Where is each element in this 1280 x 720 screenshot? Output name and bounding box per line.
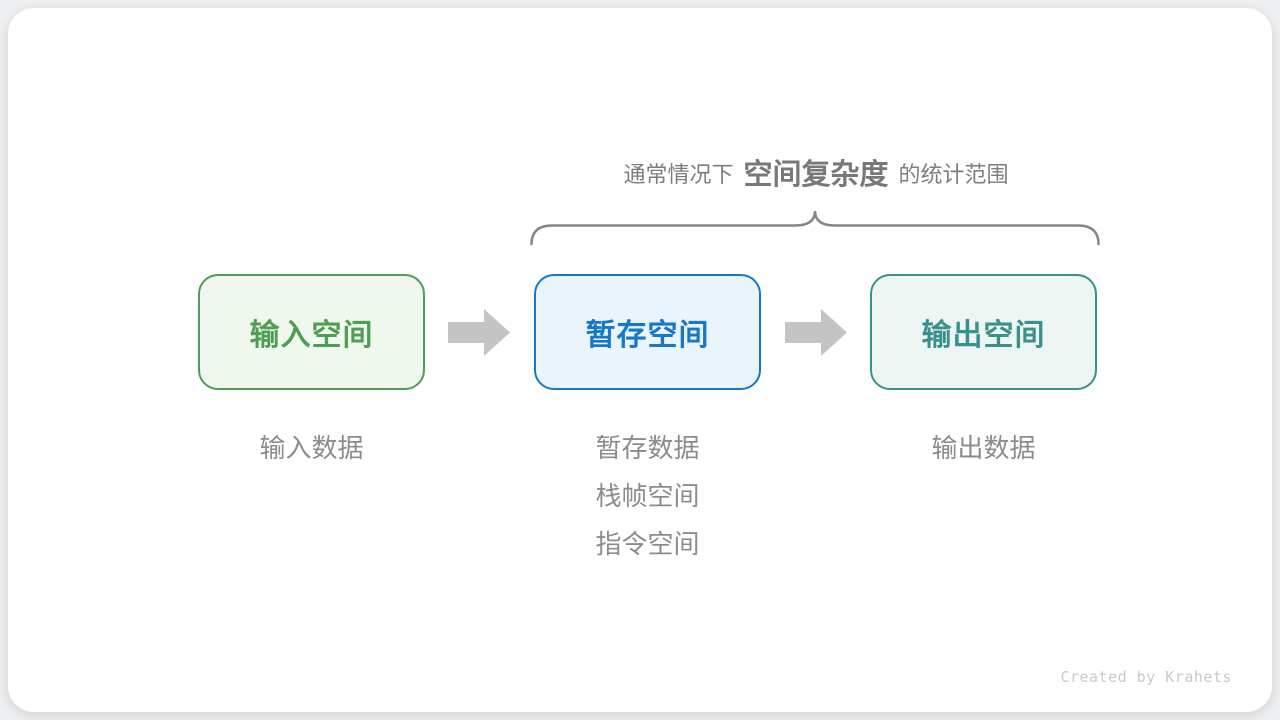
- scope-title: 通常情况下空间复杂度的统计范围: [531, 154, 1101, 196]
- diagram-card: 通常情况下空间复杂度的统计范围 输入空间 暂存空间 输出空间 输入数据 暂存数据…: [8, 8, 1272, 712]
- temp-space-label: 暂存空间: [585, 319, 710, 352]
- output-space-label: 输出空间: [921, 319, 1046, 352]
- input-space-box: 输入空间: [198, 274, 425, 390]
- input-space-label: 输入空间: [249, 319, 374, 352]
- input-data-caption: 输入数据: [259, 433, 364, 463]
- stack-frame-caption: 栈帧空间: [595, 481, 700, 511]
- arrow-right-icon: [448, 309, 510, 356]
- temp-captions: 暂存数据 栈帧空间 指令空间: [534, 424, 761, 568]
- temp-data-caption: 暂存数据: [595, 433, 700, 463]
- scope-brace-icon: [530, 210, 1100, 246]
- scope-title-suffix: 的统计范围: [898, 162, 1009, 187]
- instruction-space-caption: 指令空间: [595, 529, 700, 559]
- scope-title-prefix: 通常情况下: [623, 162, 734, 187]
- output-data-caption: 输出数据: [931, 433, 1036, 463]
- scope-title-emphasis: 空间复杂度: [743, 159, 889, 191]
- arrow-right-icon: [785, 309, 847, 356]
- output-space-box: 输出空间: [870, 274, 1097, 390]
- temp-space-box: 暂存空间: [534, 274, 761, 390]
- credit-text: Created by Krahets: [1060, 668, 1232, 686]
